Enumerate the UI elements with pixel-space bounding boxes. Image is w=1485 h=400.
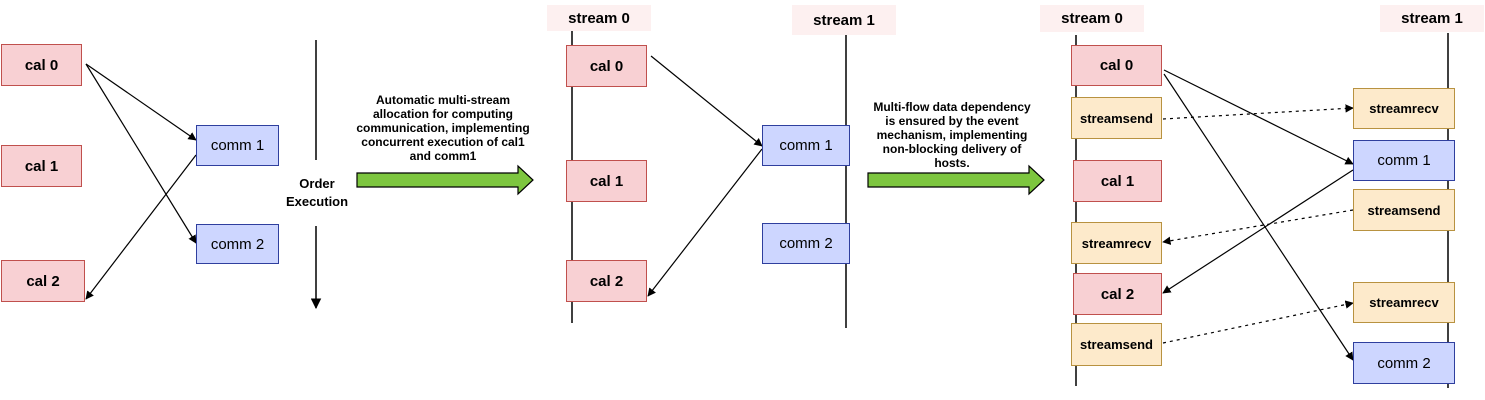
p3-streamrecv-b-label: streamrecv bbox=[1081, 235, 1152, 251]
p3-comm1-box: comm 1 bbox=[1353, 140, 1455, 181]
p1-cal0-label: cal 0 bbox=[24, 56, 59, 74]
p3-cal0-label: cal 0 bbox=[1099, 57, 1134, 74]
p3-stream1-header: stream 1 bbox=[1380, 5, 1484, 32]
p3-streamsend-c-label: streamsend bbox=[1080, 337, 1153, 352]
p2-cal1-label: cal 1 bbox=[589, 172, 624, 190]
p3-cal1-box: cal 1 bbox=[1073, 160, 1162, 202]
p1-comm1-box: comm 1 bbox=[196, 125, 279, 166]
p3-cal0-box: cal 0 bbox=[1071, 45, 1162, 86]
p2-arrow-cal0-comm1 bbox=[650, 55, 763, 147]
p3-comm2-box: comm 2 bbox=[1353, 342, 1455, 384]
p3-streamrecv-c-label: streamrecv bbox=[1369, 295, 1439, 310]
transition2-text: Multi-flow data dependency is ensured by… bbox=[873, 100, 1031, 170]
p3-streamrecv-a-label: streamrecv bbox=[1369, 101, 1439, 116]
p3-stream0-label: stream 0 bbox=[1061, 10, 1123, 27]
p3-cal2-label: cal 2 bbox=[1100, 285, 1135, 303]
p2-arrow-comm1-cal2 bbox=[647, 148, 763, 297]
p3-dotted-send-recv-c bbox=[1162, 300, 1354, 344]
p3-streamsend-c-box: streamsend bbox=[1071, 323, 1162, 366]
p2-stream1-label: stream 1 bbox=[813, 11, 875, 29]
p2-comm1-label: comm 1 bbox=[779, 137, 833, 154]
p1-cal1-label: cal 1 bbox=[24, 157, 59, 175]
p2-stream0-label: stream 0 bbox=[568, 9, 630, 27]
p3-cal2-box: cal 2 bbox=[1073, 273, 1162, 315]
p3-streamsend-a-box: streamsend bbox=[1071, 97, 1162, 139]
p1-cal1-box: cal 1 bbox=[1, 145, 82, 187]
p2-comm2-box: comm 2 bbox=[762, 223, 850, 264]
p3-comm2-label: comm 2 bbox=[1377, 354, 1431, 372]
p3-streamrecv-b-box: streamrecv bbox=[1071, 222, 1162, 264]
p2-cal1-box: cal 1 bbox=[566, 160, 647, 202]
p1-arrow-cal0-comm1 bbox=[85, 63, 197, 141]
p3-arrow-comm1-cal2 bbox=[1162, 169, 1354, 294]
p3-streamrecv-c-box: streamrecv bbox=[1353, 282, 1455, 323]
p1-comm2-box: comm 2 bbox=[196, 224, 279, 264]
p1-cal2-label: cal 2 bbox=[26, 272, 60, 290]
p2-cal0-box: cal 0 bbox=[566, 45, 647, 87]
p3-stream0-header: stream 0 bbox=[1040, 5, 1144, 32]
p1-cal0-box: cal 0 bbox=[1, 44, 82, 86]
p3-dotted-send-recv-b bbox=[1162, 209, 1354, 245]
p3-comm1-label: comm 1 bbox=[1377, 152, 1431, 169]
p3-arrow-cal0-comm1 bbox=[1163, 69, 1354, 165]
p3-stream1-label: stream 1 bbox=[1401, 10, 1463, 27]
p3-arrow-cal0-comm2 bbox=[1163, 73, 1354, 361]
transition1-text: Automatic multi-stream allocation for co… bbox=[356, 93, 530, 163]
p3-streamsend-b-label: streamsend bbox=[1367, 202, 1441, 218]
p1-comm2-label: comm 2 bbox=[210, 235, 265, 253]
p2-cal2-label: cal 2 bbox=[589, 272, 624, 290]
p1-arrow-cal0-comm2 bbox=[85, 63, 197, 244]
p3-streamsend-b-box: streamsend bbox=[1353, 189, 1455, 231]
p2-cal2-box: cal 2 bbox=[566, 260, 647, 302]
transition-arrow-2 bbox=[867, 164, 1045, 196]
p3-streamsend-a-label: streamsend bbox=[1080, 110, 1153, 126]
p3-streamrecv-a-box: streamrecv bbox=[1353, 88, 1455, 129]
p1-arrow-comm1-cal2 bbox=[85, 154, 197, 300]
p1-cal2-box: cal 2 bbox=[1, 260, 85, 302]
transition-arrow-1 bbox=[356, 164, 534, 196]
p2-cal0-label: cal 0 bbox=[589, 57, 624, 75]
p2-stream1-header: stream 1 bbox=[792, 5, 896, 35]
p2-comm2-label: comm 2 bbox=[779, 235, 833, 252]
p1-comm1-label: comm 1 bbox=[210, 137, 265, 154]
p3-cal1-label: cal 1 bbox=[1100, 172, 1135, 190]
order-execution-label: Order Execution bbox=[285, 176, 349, 209]
p2-comm1-box: comm 1 bbox=[762, 125, 850, 166]
p2-stream0-header: stream 0 bbox=[547, 5, 651, 31]
